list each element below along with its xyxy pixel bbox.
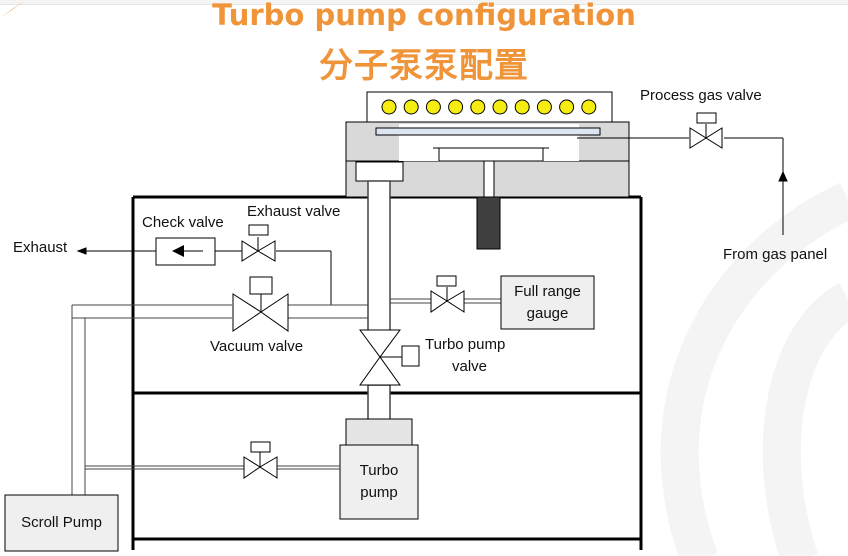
pedestal-shaft: [476, 196, 501, 250]
title-english: Turbo pump configuration: [212, 0, 636, 32]
turbo-pump-box[interactable]: [339, 444, 419, 520]
gauge-isolation-valve[interactable]: [430, 275, 465, 313]
heater-housing: [366, 91, 613, 125]
pedestal: [438, 147, 544, 162]
full-range-gauge-box[interactable]: [500, 275, 595, 330]
vacuum-valve[interactable]: [232, 276, 289, 332]
exhaust-valve[interactable]: [241, 224, 276, 262]
label-vacuum-valve: Vacuum valve: [210, 338, 304, 355]
pump-port-flange: [355, 161, 404, 182]
heater-lamp: [536, 99, 552, 115]
orange-corner-accent: [0, 0, 25, 18]
heater-lamp: [448, 99, 464, 115]
label-check-valve: Check valve: [142, 214, 224, 231]
label-exhaust-valve: Exhaust valve: [247, 203, 341, 220]
turbo-pump-line2: pump: [360, 484, 398, 501]
full-range-gauge-label: Full range gauge: [501, 276, 594, 329]
heater-lamp: [403, 99, 419, 115]
label-turbo-pump-valve-2: valve: [452, 358, 488, 375]
label-from-gas-panel: From gas panel: [723, 246, 828, 263]
pedestal-stem: [483, 160, 495, 198]
process-gas-valve[interactable]: [689, 112, 723, 149]
check-valve[interactable]: [155, 237, 216, 266]
watermark-logo: [660, 182, 848, 556]
gauge-line: [390, 298, 501, 304]
heater-lamp: [425, 99, 441, 115]
heater-lamp: [381, 99, 397, 115]
title-chinese: 分子泵泵配置: [319, 46, 529, 86]
scroll-pump-box[interactable]: [4, 494, 119, 552]
process-chamber: [345, 91, 640, 250]
slide-top-bar: [0, 0, 848, 5]
main-pumping-line: [367, 180, 391, 422]
heater-lamps: [381, 99, 597, 115]
process-gas-line: [629, 137, 788, 235]
turbo-pump-line1: Turbo: [359, 462, 399, 479]
turbo-pump-label: Turbo pump: [340, 445, 418, 519]
heater-lamp: [559, 99, 575, 115]
turbo-pump-top: [345, 418, 413, 446]
scroll-pump-label: Scroll Pump: [21, 514, 102, 531]
foreline: [85, 465, 340, 470]
full-range-gauge-line2: gauge: [526, 304, 569, 322]
roughing-line: [71, 304, 368, 495]
heater-lamp: [514, 99, 530, 115]
foreline-valve[interactable]: [243, 441, 278, 479]
heater-lamp: [492, 99, 508, 115]
exhaust-line: [76, 247, 332, 305]
heater-lamp: [581, 99, 597, 115]
full-range-gauge-line1: Full range: [514, 282, 581, 300]
label-process-gas-valve: Process gas valve: [640, 87, 762, 104]
label-turbo-pump-valve-1: Turbo pump: [425, 336, 506, 353]
heater-lamp: [470, 99, 486, 115]
label-exhaust: Exhaust: [13, 239, 68, 256]
wafer: [375, 127, 601, 136]
turbo-pump-valve[interactable]: [359, 329, 420, 386]
